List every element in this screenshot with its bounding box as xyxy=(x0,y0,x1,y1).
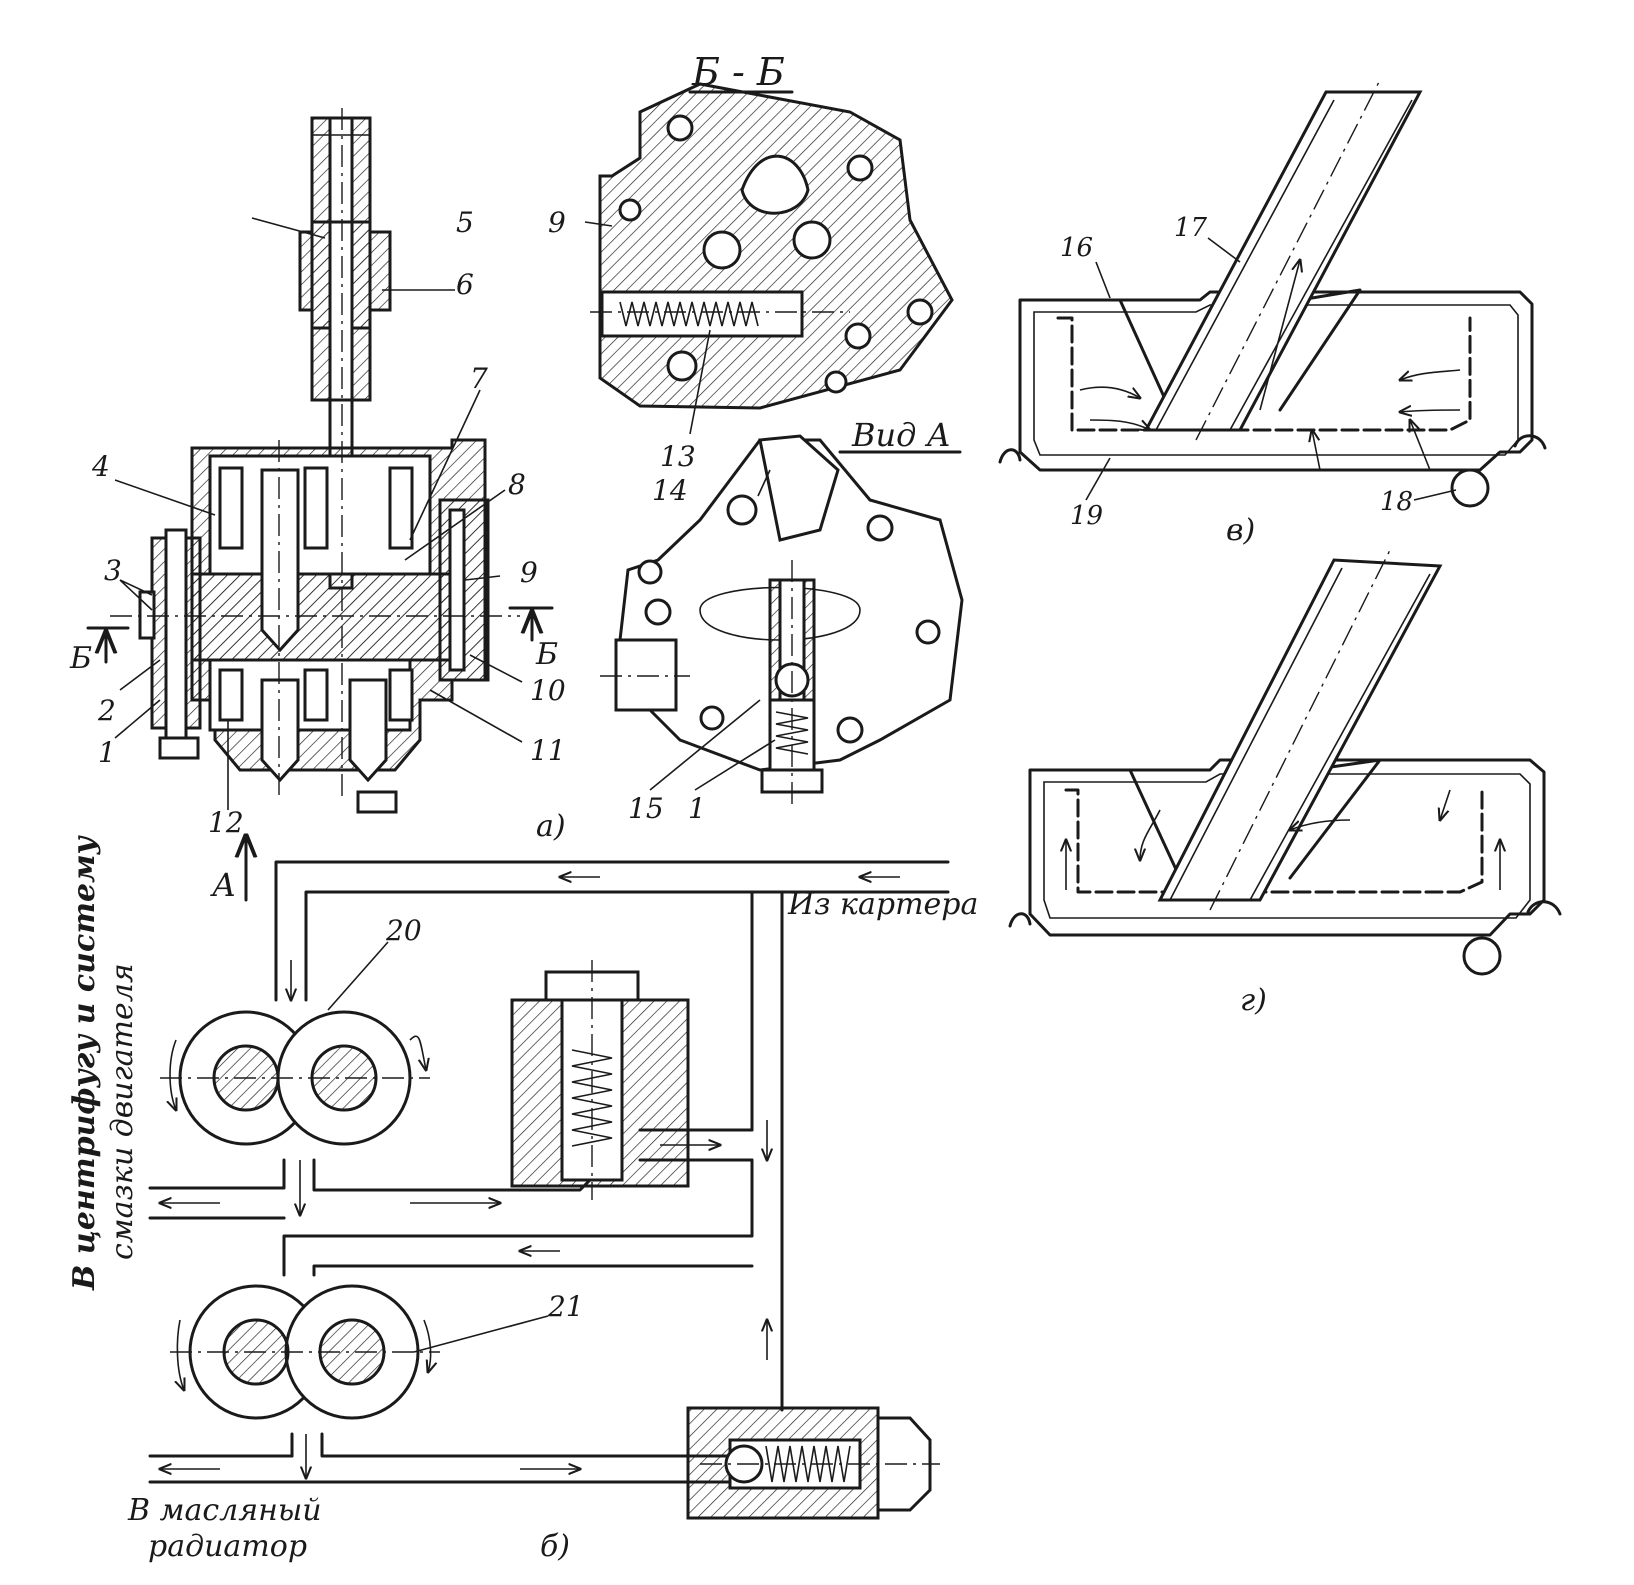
part-number-9: 9 xyxy=(520,556,538,589)
view-a-drawing xyxy=(600,434,964,805)
part-number-9-bb: 9 xyxy=(548,206,566,239)
part-number-8: 8 xyxy=(508,468,526,501)
part-number-1-view-a: 1 xyxy=(688,792,706,825)
from-crankcase-label: Из картера xyxy=(787,887,978,922)
part-number-20: 20 xyxy=(385,914,422,947)
caption-g: г) xyxy=(1240,983,1267,1018)
to-radiator-label-line1: В масляный xyxy=(127,1493,322,1528)
part-number-3: 3 xyxy=(104,554,122,587)
section-bb-title: Б - Б xyxy=(691,50,785,94)
part-number-14: 14 xyxy=(652,474,688,507)
part-number-1: 1 xyxy=(98,736,116,769)
caption-a: а) xyxy=(536,809,566,844)
part-number-7: 7 xyxy=(470,362,488,395)
view-a-title: Вид А xyxy=(851,416,951,454)
part-number-16: 16 xyxy=(1060,233,1093,263)
part-number-21: 21 xyxy=(547,1290,584,1323)
part-number-15: 15 xyxy=(628,792,664,825)
pump-section-drawing xyxy=(86,108,554,902)
part-number-11: 11 xyxy=(530,734,566,767)
part-number-17: 17 xyxy=(1174,213,1208,243)
caption-b: б) xyxy=(540,1529,570,1564)
part-number-2: 2 xyxy=(97,694,116,727)
part-number-18: 18 xyxy=(1380,487,1413,517)
to-centrifuge-label-line2: смазки двигателя xyxy=(105,963,140,1260)
caption-v: в) xyxy=(1226,513,1255,548)
to-radiator-label-line2: радиатор xyxy=(148,1529,307,1564)
oil-pan-tilted-drawing xyxy=(1008,549,1562,976)
to-centrifuge-label-line1: В центрифугу и систему xyxy=(67,834,102,1291)
part-number-19: 19 xyxy=(1070,501,1103,531)
part-number-10: 10 xyxy=(530,674,566,707)
view-a-arrow-label: А xyxy=(210,866,236,904)
oil-circuit-schematic xyxy=(148,860,950,1520)
part-number-13: 13 xyxy=(660,440,696,473)
section-bb-drawing xyxy=(584,82,954,435)
section-mark-right: Б xyxy=(535,637,558,672)
oil-pan-normal-drawing xyxy=(998,79,1547,508)
part-number-5: 5 xyxy=(456,206,474,239)
part-number-4: 4 xyxy=(91,450,110,483)
part-number-12: 12 xyxy=(208,806,244,839)
section-mark-left: Б xyxy=(69,641,92,676)
part-number-6: 6 xyxy=(456,268,474,301)
